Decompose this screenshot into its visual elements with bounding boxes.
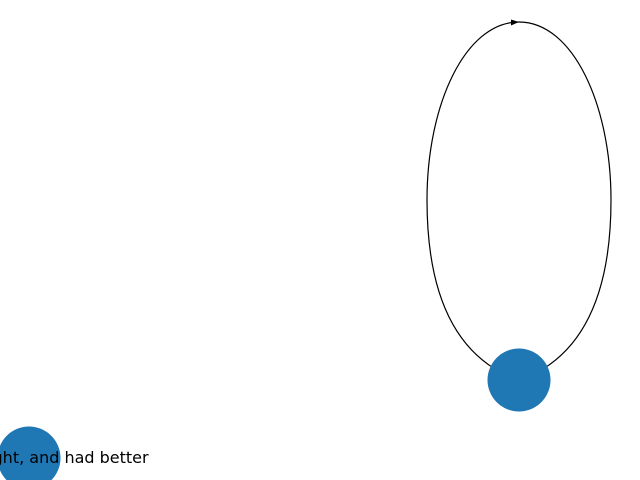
- self-loop-arrowhead: [511, 19, 519, 26]
- self-loop-edge: [426, 21, 612, 370]
- modal-node: [0, 426, 61, 480]
- self-loop-node: [487, 348, 551, 412]
- modal-node-label: should, ought, and had better: [0, 448, 149, 467]
